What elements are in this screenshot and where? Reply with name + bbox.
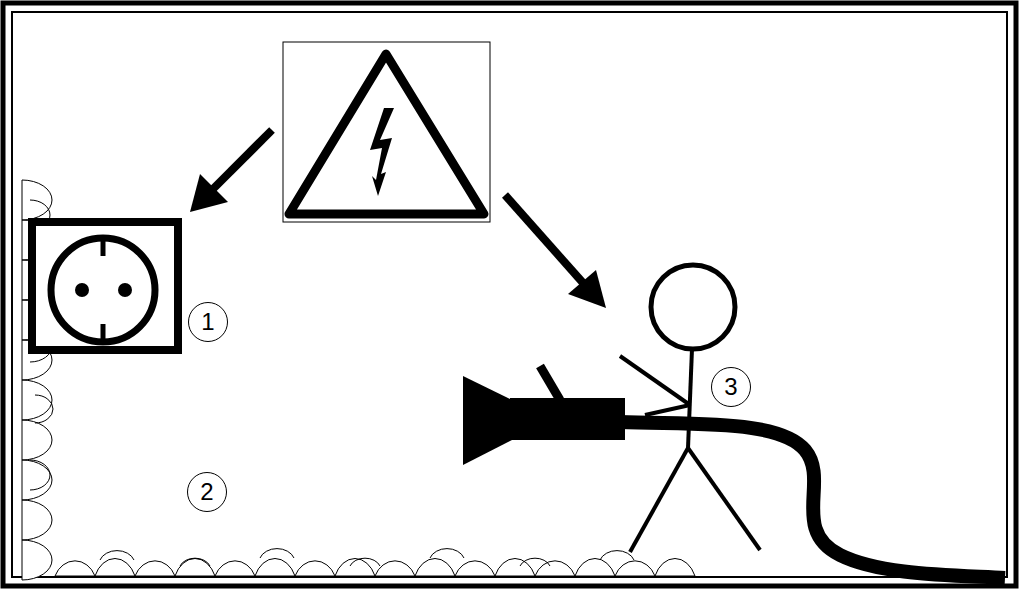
- arrow-head: [190, 174, 228, 212]
- person-leg: [688, 448, 760, 550]
- socket-earth: [101, 238, 106, 256]
- socket-hole: [118, 283, 132, 297]
- person-arm: [620, 356, 690, 405]
- socket-hole: [75, 283, 89, 297]
- warning-triangle: [289, 54, 484, 214]
- lightning-bolt: [370, 108, 394, 196]
- pointer-arrow: [505, 195, 584, 284]
- nozzle-trigger: [540, 366, 560, 400]
- nozzle-cone: [463, 376, 512, 465]
- socket-frame: [32, 222, 178, 350]
- outer-frame: [3, 3, 1016, 586]
- hose: [620, 422, 1005, 578]
- person-arm: [645, 405, 690, 415]
- inner-frame: [12, 12, 1007, 577]
- callout-number: 2: [187, 472, 227, 512]
- floor-moisture-inner: [100, 549, 634, 566]
- person-head: [651, 265, 735, 349]
- socket-earth: [101, 324, 106, 342]
- callout-number: 3: [711, 367, 751, 407]
- callout-number: 1: [188, 302, 228, 342]
- person-leg: [630, 448, 688, 552]
- warning-sign-box: [283, 42, 490, 222]
- floor-moisture: [55, 558, 695, 576]
- socket-face: [51, 238, 155, 342]
- arrow-head: [568, 270, 606, 308]
- pointer-arrow: [212, 130, 272, 190]
- nozzle-body: [510, 398, 625, 440]
- person-body: [688, 349, 692, 448]
